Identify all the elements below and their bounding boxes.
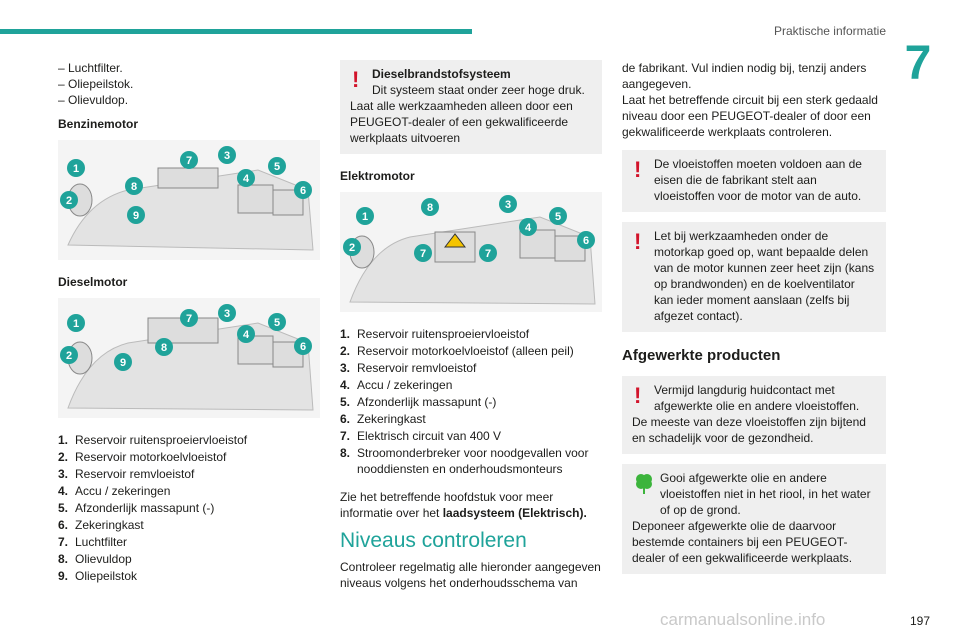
warning-text: Vermijd langdurig huidcontact met afgewe… [654, 383, 860, 413]
legend-item: 4.Accu / zekeringen [340, 378, 453, 392]
warning-icon: ! [352, 67, 360, 92]
header-accent-bar [0, 29, 472, 34]
warning-body: Laat alle werkzaamheden alleen door een … [350, 99, 573, 145]
legend-item: 6.Zekeringkast [58, 518, 144, 532]
legend-item: 4.Accu / zekeringen [58, 484, 171, 498]
benzine-heading: Benzinemotor [58, 117, 139, 131]
legend-item: 3.Reservoir remvloeistof [340, 361, 477, 375]
legend-item: 5.Afzonderlijk massapunt (-) [58, 501, 215, 515]
fig-label: 8 [131, 181, 137, 193]
fig-label: 9 [133, 210, 139, 222]
fig-label: 7 [420, 248, 426, 260]
fig-label: 1 [73, 163, 79, 175]
niveaus-heading: Niveaus controleren [340, 529, 527, 552]
afgewerkt-heading: Afgewerkte producten [622, 347, 781, 364]
warning-fluids: ! De vloeistoffen moeten voldoen aan de … [622, 150, 886, 212]
fig-label: 3 [224, 308, 230, 320]
fig-label: 6 [300, 341, 306, 353]
fig-label: 5 [555, 211, 561, 223]
page-number: 197 [909, 614, 930, 628]
list-item: – Olievuldop. [58, 93, 129, 107]
fig-label: 4 [243, 329, 250, 341]
column-middle: ! Dieselbrandstofsysteem Dit systeem sta… [340, 60, 602, 591]
warning-icon: ! [634, 157, 642, 182]
fig-label: 2 [66, 195, 72, 207]
legend-item: 8.Olievuldop [58, 552, 132, 566]
fig-label: 8 [427, 202, 433, 214]
fig-label: 4 [243, 173, 250, 185]
component-list: – Luchtfilter. – Oliepeilstok. – Olievul… [58, 60, 320, 108]
legend-item: 6.Zekeringkast [340, 412, 426, 426]
fig-label: 8 [161, 342, 167, 354]
fig-label: 1 [73, 318, 79, 330]
warning-text: De vloeistoffen moeten voldoen aan de ei… [654, 157, 862, 203]
environment-text: Deponeer afgewerkte olie de daarvoor bes… [632, 519, 853, 565]
fig-label: 6 [300, 185, 306, 197]
warning-used-oil: ! Vermijd langdurig huidcontact met afge… [622, 376, 886, 454]
engine-diagram-benzine: 1 2 7 3 5 4 6 8 9 [58, 140, 320, 260]
legend-item: 1.Reservoir ruitensproeiervloeistof [58, 433, 248, 447]
warning-hot-engine: ! Let bij werkzaamheden onder de motorka… [622, 222, 886, 332]
fig-label: 3 [224, 150, 230, 162]
fig-label: 5 [274, 317, 280, 329]
continuation-paragraph: de fabrikant. Vul indien nodig bij, tenz… [622, 61, 867, 91]
fig-label: 4 [525, 222, 532, 234]
fig-label: 7 [186, 155, 192, 167]
benzine-engine-figure: 1 2 7 3 5 4 6 8 9 [58, 140, 320, 260]
legend-item: 8.Stroomonderbreker voor noodgevallen vo… [340, 446, 589, 476]
list-item: – Luchtfilter. [58, 61, 123, 75]
elektro-heading: Elektromotor [340, 169, 415, 183]
legend-item: 2.Reservoir motorkoelvloeistof [58, 450, 227, 464]
section-title: Praktische informatie [773, 24, 886, 38]
legend-item: 7.Luchtfilter [58, 535, 128, 549]
fig-label: 7 [186, 313, 192, 325]
environment-note: Gooi afgewerkte olie en andere vloeistof… [622, 464, 886, 574]
legend-item: 7.Elektrisch circuit van 400 V [340, 429, 502, 443]
column-left: – Luchtfilter. – Oliepeilstok. – Olievul… [58, 60, 320, 585]
chapter-number: 7 [904, 37, 932, 90]
warning-text: De meeste van deze vloeistoffen zijn bij… [632, 415, 866, 445]
legend-item: 3.Reservoir remvloeistof [58, 467, 195, 481]
diesel-engine-figure: 1 2 7 3 5 4 6 8 9 [58, 298, 320, 418]
fig-label: 3 [505, 199, 511, 211]
reference-paragraph: Zie het betreffende hoofdstuk voor meer … [340, 490, 587, 520]
warning-text: Let bij werkzaamheden onder de motorkap … [654, 229, 875, 323]
environment-leaf-icon [636, 474, 652, 494]
legend-item: 9.Oliepeilstok [58, 569, 138, 583]
warning-icon: ! [634, 383, 642, 408]
reference-link: laadsysteem (Elektrisch). [442, 506, 587, 520]
elektro-engine-figure: 1 2 8 3 5 4 6 7 7 [340, 192, 602, 312]
diesel-heading: Dieselmotor [58, 275, 128, 289]
legend-item: 1.Reservoir ruitensproeiervloeistof [340, 327, 530, 341]
warning-diesel-system: ! Dieselbrandstofsysteem Dit systeem sta… [340, 60, 602, 154]
warning-line: Dit systeem staat onder zeer hoge druk. [372, 83, 585, 97]
column-right: de fabrikant. Vul indien nodig bij, tenz… [622, 60, 886, 584]
niveaus-paragraph: Controleer regelmatig alle hieronder aan… [340, 560, 601, 590]
warning-title: Dieselbrandstofsysteem [372, 67, 511, 81]
warning-icon: ! [634, 229, 642, 254]
elektro-legend: 1.Reservoir ruitensproeiervloeistof 2.Re… [340, 326, 602, 477]
fig-label: 6 [583, 235, 589, 247]
fig-label: 2 [349, 242, 355, 254]
engine-diagram-elektro: 1 2 8 3 5 4 6 7 7 [340, 192, 602, 312]
environment-text: Gooi afgewerkte olie en andere vloeistof… [660, 471, 871, 517]
fig-label: 1 [362, 211, 368, 223]
legend-item: 2.Reservoir motorkoelvloeistof (alleen p… [340, 344, 574, 358]
fig-label: 7 [485, 248, 491, 260]
fig-label: 5 [274, 161, 280, 173]
benzine-diesel-legend: 1.Reservoir ruitensproeiervloeistof 2.Re… [58, 432, 320, 584]
fig-label: 2 [66, 350, 72, 362]
continuation-paragraph-2: Laat het betreffende circuit bij een ste… [622, 93, 878, 139]
list-item: – Oliepeilstok. [58, 77, 134, 91]
watermark: carmanualsonline.info [660, 610, 826, 629]
fig-label: 9 [120, 357, 126, 369]
engine-diagram-diesel: 1 2 7 3 5 4 6 8 9 [58, 298, 320, 418]
legend-item: 5.Afzonderlijk massapunt (-) [340, 395, 497, 409]
